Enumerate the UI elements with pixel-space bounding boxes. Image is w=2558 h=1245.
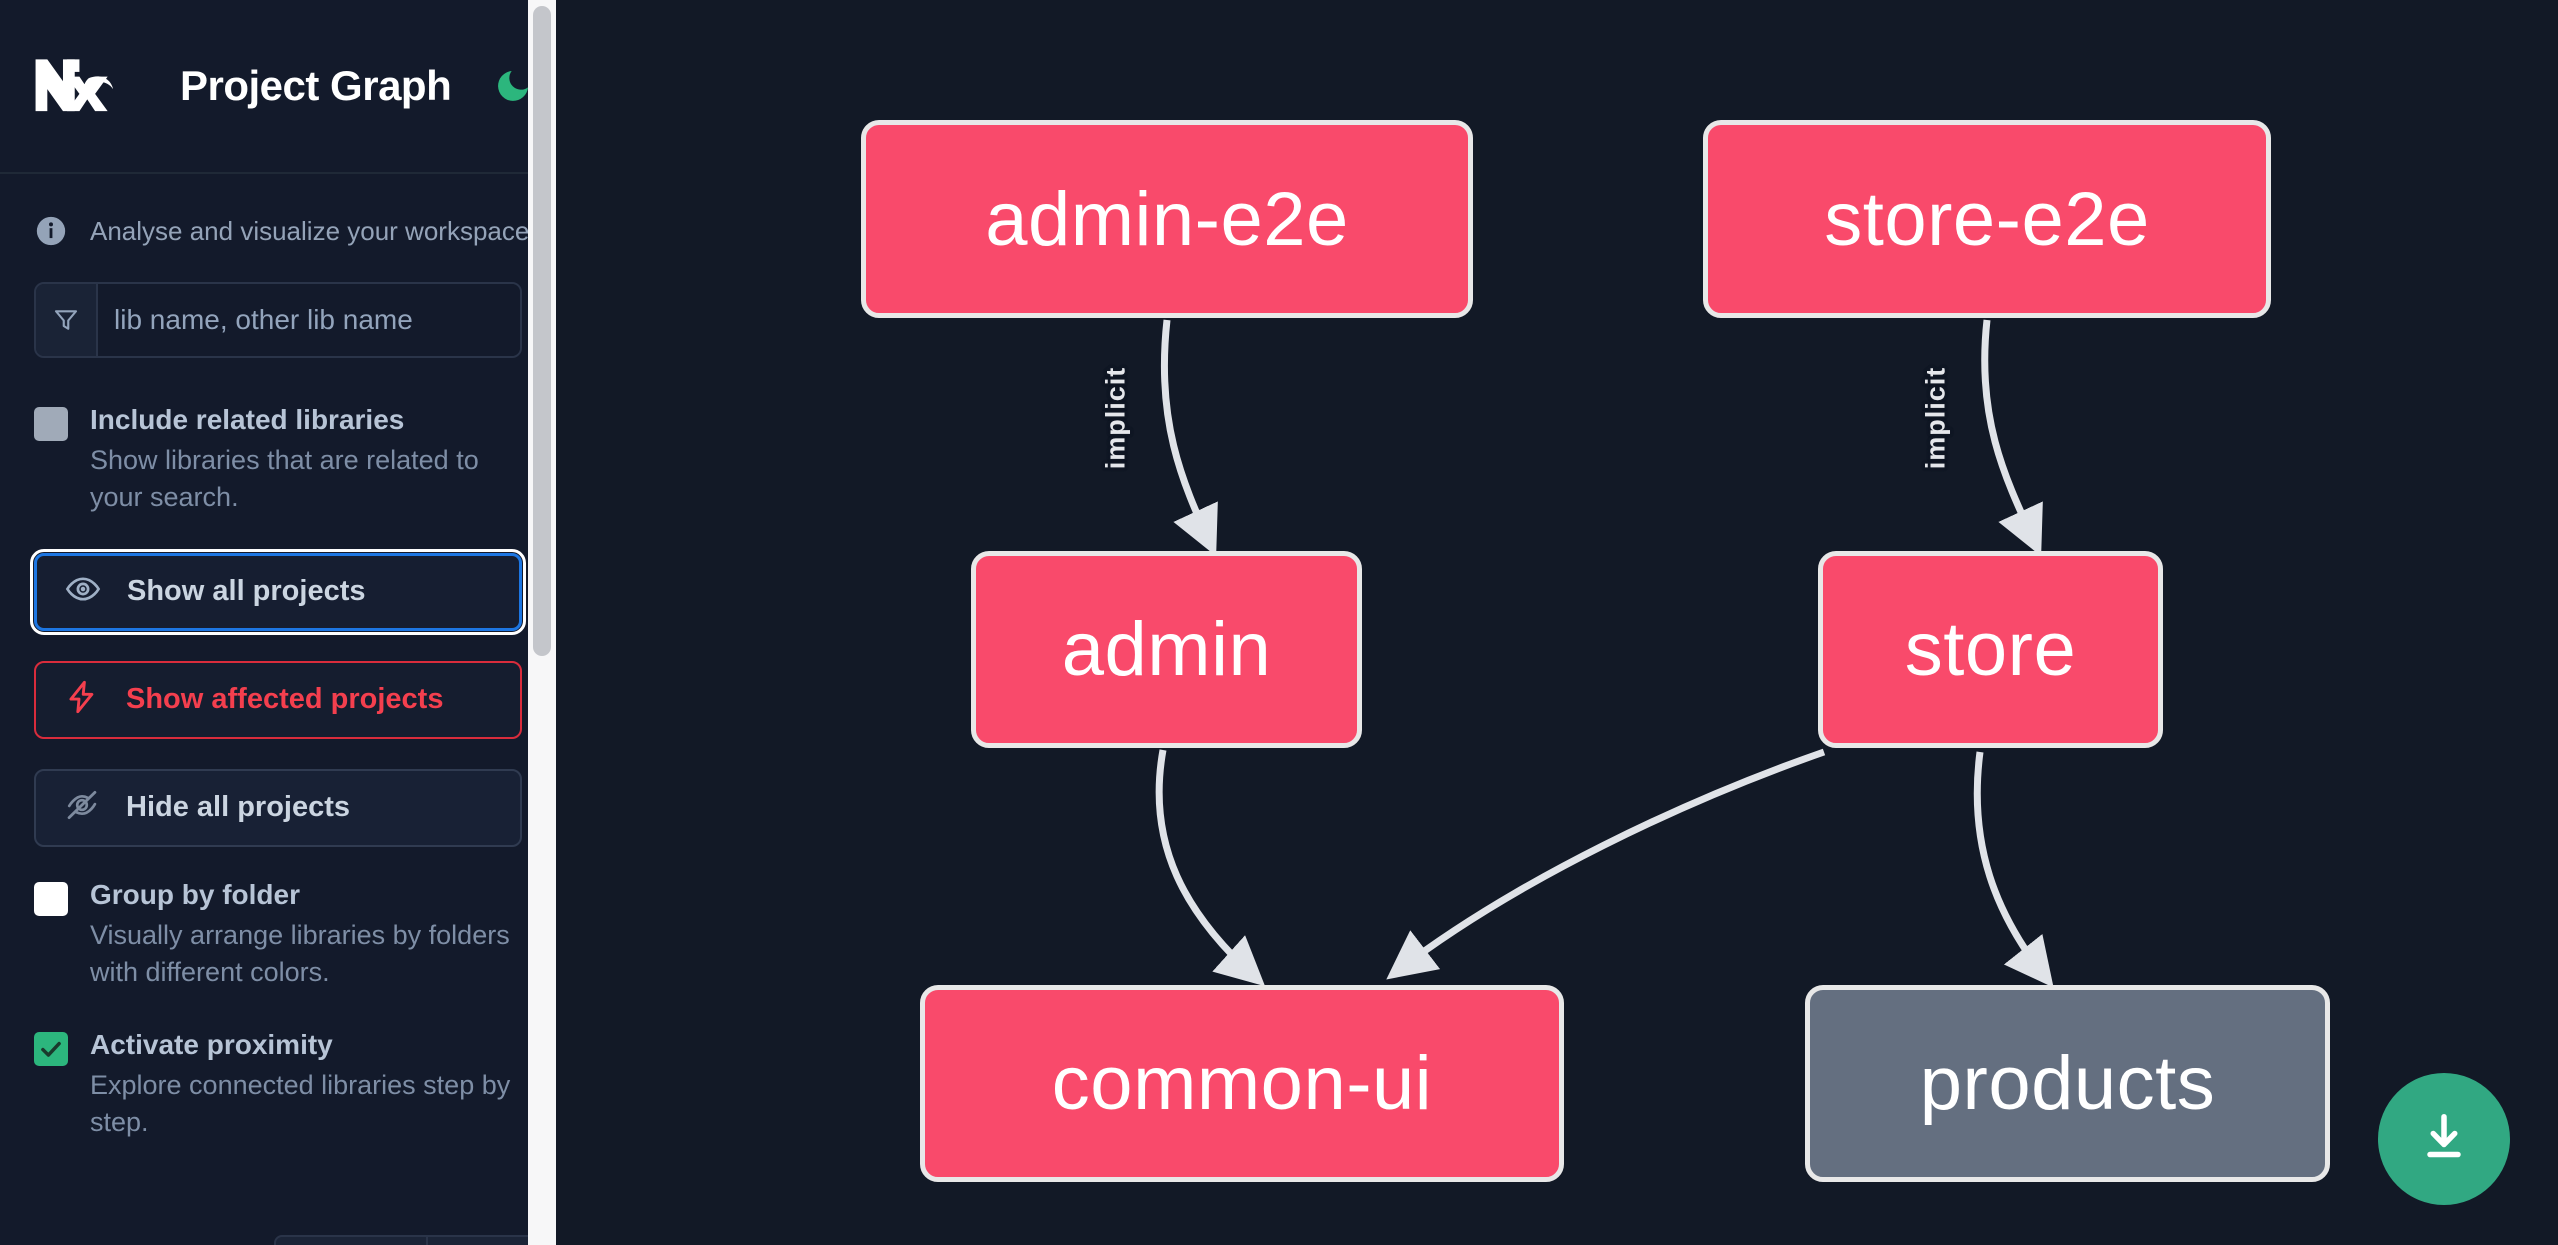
nx-logo-icon	[34, 54, 128, 118]
graph-node-admin-label: admin	[1061, 607, 1272, 692]
sidebar: Project Graph Analyse and visualize your…	[0, 0, 556, 1245]
hide-all-projects-button[interactable]: Hide all projects	[34, 768, 522, 847]
group-by-folder-description: Visually arrange libraries by folders wi…	[90, 919, 510, 987]
download-button[interactable]	[2378, 1073, 2510, 1205]
edge-store-common-ui	[1386, 748, 1826, 980]
group-by-folder-label: Group by folder	[90, 878, 300, 910]
edge-store-e2e-store	[1981, 319, 2043, 557]
proximity-stepper-partial[interactable]	[274, 1235, 548, 1245]
edge-label-admin-e2e-admin: implicit	[1100, 366, 1131, 470]
checkbox-activate-proximity[interactable]: Activate proximity Explore connected lib…	[34, 1027, 522, 1142]
activate-proximity-label: Activate proximity	[90, 1029, 333, 1060]
graph-edges	[1155, 319, 2054, 988]
edge-store-products	[1973, 751, 2054, 988]
graph-node-admin[interactable]: admin	[971, 551, 1362, 748]
show-affected-projects-label: Show affected projects	[126, 683, 444, 715]
analyse-text: Analyse and visualize your workspace.	[90, 215, 537, 246]
hide-all-projects-label: Hide all projects	[126, 791, 351, 823]
activate-proximity-description: Explore connected libraries step by step…	[90, 1070, 511, 1138]
page-title: Project Graph	[180, 62, 452, 109]
graph-node-products[interactable]: products	[1805, 985, 2330, 1182]
info-icon	[34, 214, 68, 248]
edge-admin-e2e-admin	[1160, 319, 1218, 557]
project-action-buttons: Show all projects Show affected projects	[30, 548, 526, 847]
stepper-divider	[426, 1237, 428, 1245]
checkbox-include-related-libraries[interactable]: Include related libraries Show libraries…	[34, 402, 522, 517]
sidebar-scrollbar-thumb[interactable]	[533, 6, 551, 656]
moon-icon[interactable]	[493, 61, 533, 111]
graph-node-store[interactable]: store	[1818, 551, 2163, 748]
graph-node-admin-e2e-label: admin-e2e	[985, 176, 1349, 262]
filter-icon	[36, 284, 98, 356]
graph-node-store-e2e[interactable]: store-e2e	[1703, 120, 2271, 318]
graph-node-products-label: products	[1919, 1041, 2216, 1126]
download-icon	[2414, 1108, 2474, 1171]
graph-node-store-e2e-label: store-e2e	[1824, 176, 2150, 262]
activate-proximity-checkbox[interactable]	[34, 1032, 68, 1066]
edge-admin-common-ui	[1155, 749, 1266, 987]
graph-canvas[interactable]: admin-e2e store-e2e admin store common-u…	[556, 0, 2558, 1245]
eye-slash-icon	[64, 787, 100, 828]
analyse-banner: Analyse and visualize your workspace.	[34, 174, 537, 282]
lightning-icon	[64, 679, 100, 720]
checkbox-group-by-folder[interactable]: Group by folder Visually arrange librari…	[34, 877, 522, 992]
group-by-folder-checkbox[interactable]	[34, 881, 68, 916]
sidebar-body: Analyse and visualize your workspace. In…	[0, 174, 556, 1142]
show-all-projects-label: Show all projects	[127, 575, 366, 607]
show-all-projects-button[interactable]: Show all projects	[30, 548, 526, 635]
sidebar-header: Project Graph	[0, 0, 556, 174]
sidebar-scrollbar[interactable]	[528, 0, 556, 1245]
graph-node-store-label: store	[1904, 607, 2077, 692]
graph-node-common-ui[interactable]: common-ui	[920, 985, 1564, 1182]
include-related-libraries-checkbox[interactable]	[34, 407, 68, 441]
include-related-libraries-description: Show libraries that are related to your …	[90, 445, 479, 513]
search-box[interactable]	[34, 282, 522, 358]
show-affected-projects-button[interactable]: Show affected projects	[34, 660, 522, 739]
graph-node-admin-e2e[interactable]: admin-e2e	[861, 120, 1473, 318]
graph-node-common-ui-label: common-ui	[1051, 1041, 1433, 1126]
search-input[interactable]	[98, 284, 520, 356]
edge-label-store-e2e-store: implicit	[1920, 366, 1951, 470]
eye-icon	[65, 571, 101, 612]
include-related-libraries-label: Include related libraries	[90, 404, 405, 435]
